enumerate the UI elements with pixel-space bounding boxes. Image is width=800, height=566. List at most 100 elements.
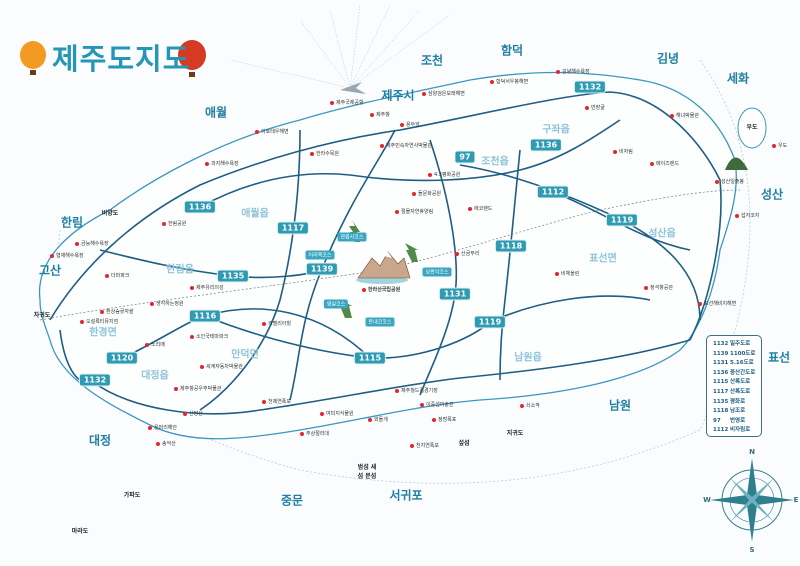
poi[interactable]: 쇠소깍 <box>520 402 540 409</box>
poi[interactable]: 만장굴 <box>585 104 605 111</box>
poi[interactable]: 외돌개 <box>368 416 388 423</box>
region-label: 서귀포 <box>389 488 423 503</box>
poi[interactable]: 김녕해수욕장 <box>556 68 590 75</box>
region-label: 성산 <box>760 187 784 202</box>
town-label: 표선면 <box>589 253 617 265</box>
island-label: 범섬 새섬 문섬 <box>357 464 377 480</box>
road-badge: 1118 <box>494 239 528 253</box>
region-label: 한림 <box>60 215 84 230</box>
trail-course-label: 돈내코코스 <box>365 317 395 327</box>
poi[interactable]: 해녀박물관 <box>670 112 699 119</box>
road-badge: 1136 <box>183 200 217 214</box>
road-badge: 1112 <box>536 185 570 199</box>
poi[interactable]: 섭지코지 <box>735 212 759 219</box>
region-label: 남원 <box>608 398 632 413</box>
page-title: 제주도지도 <box>52 42 191 76</box>
town-label: 남원읍 <box>514 352 542 364</box>
poi[interactable]: 4.3평화공원 <box>428 171 460 178</box>
poi[interactable]: 삼양검은모래해변 <box>422 90 465 97</box>
poi[interactable]: 제주항 <box>370 111 390 118</box>
poi[interactable]: 성산일출봉 <box>715 178 744 185</box>
poi[interactable]: 산방산 <box>183 410 203 417</box>
trail-course-label: 어리목코스 <box>305 250 335 260</box>
town-label: 한경면 <box>89 327 117 339</box>
poi[interactable]: 산굼부리 <box>455 250 479 257</box>
trail-course-label: 성판악코스 <box>422 267 452 277</box>
hallasan-label: 한라산국립공원 <box>362 286 400 293</box>
poi[interactable]: 소인국테마파크 <box>190 333 228 340</box>
region-label: 세화 <box>726 71 750 86</box>
poi[interactable]: 여미지식물원 <box>320 410 354 417</box>
compass-rose-icon <box>710 458 794 542</box>
olle-trail <box>39 189 741 321</box>
poi[interactable]: 세계자동차박물관 <box>200 363 243 370</box>
poi[interactable]: 메이즈랜드 <box>650 160 679 167</box>
poi[interactable]: 우도 <box>772 142 787 149</box>
region-label: 김녕 <box>656 51 680 66</box>
town-label: 구좌읍 <box>542 124 570 136</box>
poi[interactable]: 이중섭미술관 <box>420 401 454 408</box>
poi[interactable]: 생각하는정원 <box>150 300 184 307</box>
compass-west: W <box>703 496 711 504</box>
poi[interactable]: 표선해비치해변 <box>698 300 736 307</box>
poi[interactable]: 노리매 <box>145 341 165 348</box>
region-label: 중문 <box>280 493 304 508</box>
poi[interactable]: 정석항공관 <box>644 284 673 291</box>
poi[interactable]: 송악산 <box>156 440 176 447</box>
road-badge: 1139 <box>305 262 339 276</box>
poi[interactable]: 비체올린 <box>555 270 579 277</box>
airplane-icon <box>340 82 366 94</box>
poi[interactable]: 함덕서우봉해변 <box>490 78 528 85</box>
poi[interactable]: 한라수목원 <box>310 150 339 157</box>
poi[interactable]: 제주민속자연사박물관 <box>380 142 432 149</box>
region-label: 고산 <box>38 263 62 278</box>
poi[interactable]: 용머리해안 <box>148 424 177 431</box>
poi[interactable]: 천지연폭포 <box>410 442 439 449</box>
compass-north: N <box>749 448 755 456</box>
trail-course-label: 관음사코스 <box>337 232 367 242</box>
compass-east: E <box>793 496 799 504</box>
poi[interactable]: 제주국제공항 <box>330 99 364 106</box>
poi[interactable]: 협재해수욕장 <box>50 252 84 259</box>
poi[interactable]: 환상숲곶자왈 <box>100 308 134 315</box>
poi[interactable]: 돌문화공원 <box>412 190 441 197</box>
poi[interactable]: 곽지해수욕장 <box>205 160 239 167</box>
region-label: 표선 <box>767 350 791 365</box>
flight-lines <box>229 4 451 89</box>
road-badge: 1119 <box>605 213 639 227</box>
poi[interactable]: 에코랜드 <box>468 205 492 212</box>
poi[interactable]: 절물자연휴양림 <box>395 208 433 215</box>
poi[interactable]: 더마파크 <box>105 272 129 279</box>
island-label: 우도 <box>746 124 758 131</box>
road-badge: 1132 <box>573 80 607 94</box>
town-label: 조천읍 <box>481 156 509 168</box>
poi[interactable]: 금능해수욕장 <box>75 240 109 247</box>
poi[interactable]: 제주월드컵경기장 <box>395 387 438 394</box>
poi[interactable]: 이호테우해변 <box>255 128 289 135</box>
poi[interactable]: 제주항공우주박물관 <box>174 385 221 392</box>
poi[interactable]: 정방폭포 <box>432 416 456 423</box>
poi[interactable]: 한림공원 <box>162 220 186 227</box>
town-label: 애월읍 <box>241 208 269 220</box>
poi[interactable]: 용두암 <box>400 121 420 128</box>
poi[interactable]: 비자림 <box>613 148 633 155</box>
poi[interactable]: 오설록티뮤지엄 <box>80 318 118 325</box>
trail-course-label: 영실코스 <box>323 299 349 309</box>
poi[interactable]: 제주유리의성 <box>190 284 224 291</box>
poi[interactable]: 카멜리아힐 <box>262 320 291 327</box>
island-label: 가파도 <box>123 492 141 499</box>
region-label: 조천 <box>420 53 444 68</box>
poi[interactable]: 천제연폭포 <box>262 398 291 405</box>
poi[interactable]: 주상절리대 <box>300 430 329 437</box>
balloon-icon-left <box>20 41 46 75</box>
island-label: 마라도 <box>71 528 89 535</box>
